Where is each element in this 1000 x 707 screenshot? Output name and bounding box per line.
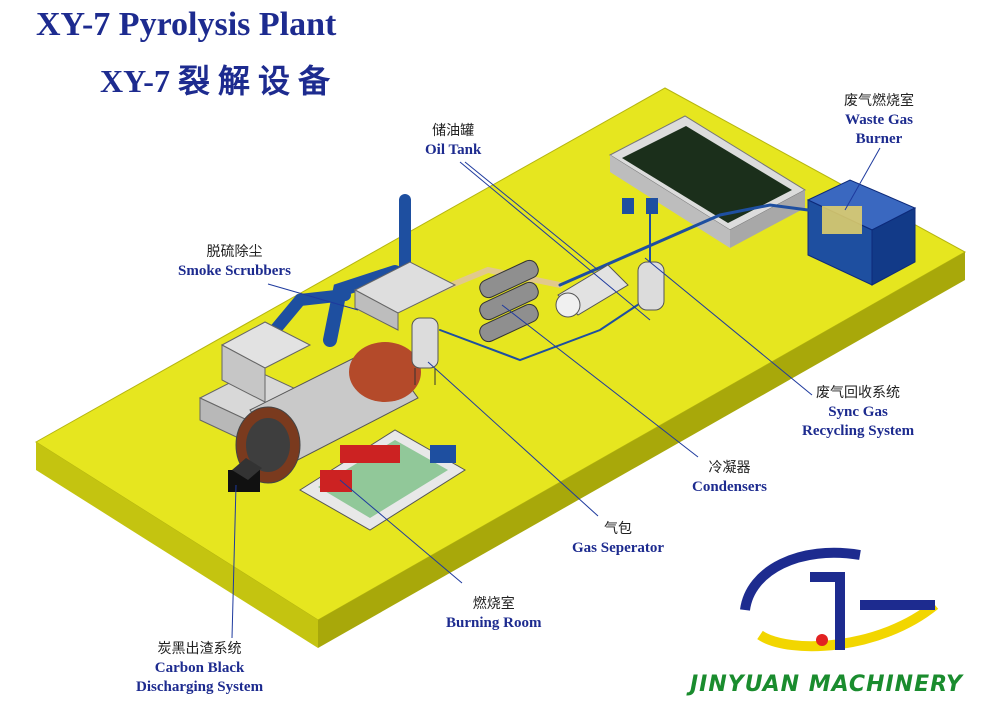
platform-front-left: [36, 442, 318, 648]
label-waste-gas-burner-en-1: Waste Gas: [845, 112, 913, 128]
label-waste-gas-burner-en-2: Burner: [855, 131, 903, 147]
label-oil-tank-cn: 储油罐: [432, 123, 475, 139]
label-waste-gas-burner: 废气燃烧室 Waste Gas Burner: [844, 92, 914, 149]
label-sync-gas-cn: 废气回收系统: [816, 385, 901, 401]
label-oil-tank-en: Oil Tank: [425, 142, 482, 158]
page-title-chinese: XY-7 裂 解 设 备: [100, 63, 330, 99]
label-burning-room-en: Burning Room: [446, 615, 542, 631]
label-burning-room-cn: 燃烧室: [472, 596, 515, 612]
pumps: [622, 198, 658, 214]
label-smoke-scrubbers-cn: 脱硫除尘: [206, 244, 263, 260]
waste-gas-burner: [806, 179, 917, 286]
label-carbon-black-en-2: Discharging System: [136, 679, 264, 695]
label-gas-separator-cn: 气包: [604, 521, 633, 537]
leader-lines: [231, 147, 881, 639]
label-sync-gas-en-2: Recycling System: [802, 423, 915, 439]
label-gas-separator: 气包 Gas Seperator: [572, 520, 664, 558]
label-burning-room: 燃烧室 Burning Room: [446, 595, 541, 633]
label-condensers: 冷凝器 Condensers: [692, 459, 767, 497]
label-carbon-black-cn: 炭黑出渣系统: [157, 641, 242, 657]
label-gas-separator-en: Gas Seperator: [572, 540, 665, 556]
oil-tank: [555, 264, 629, 318]
condensers: [479, 259, 539, 343]
gas-separator: [411, 317, 439, 385]
page-title: XY-7 Pyrolysis Plant: [36, 6, 337, 43]
label-sync-gas-en-1: Sync Gas: [828, 404, 888, 420]
label-carbon-black-discharging: 炭黑出渣系统 Carbon Black Discharging System: [136, 640, 263, 697]
label-sync-gas-recycling: 废气回收系统 Sync Gas Recycling System: [802, 384, 914, 441]
jinyuan-logo-icon: [740, 547, 939, 652]
label-oil-tank: 储油罐 Oil Tank: [425, 122, 481, 160]
label-condensers-cn: 冷凝器: [708, 460, 751, 476]
sync-gas-vessel: [637, 261, 665, 311]
label-smoke-scrubbers: 脱硫除尘 Smoke Scrubbers: [178, 243, 291, 281]
label-condensers-en: Condensers: [692, 479, 768, 495]
pyrolysis-reactor: [235, 342, 421, 484]
platform-front-right: [318, 252, 965, 648]
label-carbon-black-en-1: Carbon Black: [154, 660, 245, 676]
label-smoke-scrubbers-en: Smoke Scrubbers: [178, 263, 291, 279]
brand-name: JINYUAN MACHINERY: [690, 672, 963, 697]
label-waste-gas-burner-cn: 废气燃烧室: [844, 93, 914, 109]
